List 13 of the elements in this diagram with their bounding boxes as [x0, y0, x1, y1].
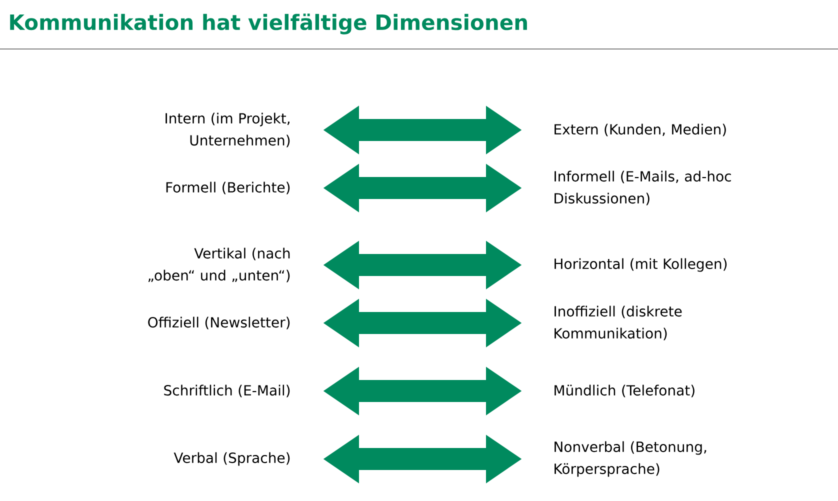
dimension-text: Schriftlich (E-Mail): [164, 384, 290, 398]
title: Kommunikation hat vielfältige Dimensionen: [10, 14, 527, 34]
dimension-text: Inoffiziell (diskrete Kommunikation): [554, 306, 682, 340]
dimension-text: Informell (E-Mails, ad-hoc Diskussionen): [554, 170, 731, 206]
dimension-text: Extern (Kunden, Medien): [554, 124, 726, 136]
dimension-text: Nonverbal (Betonung, Körpersprache): [554, 441, 706, 477]
dimension-text: Formell (Berichte): [166, 182, 290, 194]
dimension-text: Mündlich (Telefonat): [554, 384, 694, 398]
dimension-text: Horizontal (mit Kollegen): [554, 258, 727, 272]
dimension-text: Offiziell (Newsletter): [148, 316, 290, 330]
dimension-text: Verbal (Sprache): [174, 452, 290, 466]
dimension-text: Intern (im Projekt, Unternehmen): [166, 112, 290, 148]
dimension-text: Vertikal (nach „oben“ und „unten“): [148, 248, 290, 282]
